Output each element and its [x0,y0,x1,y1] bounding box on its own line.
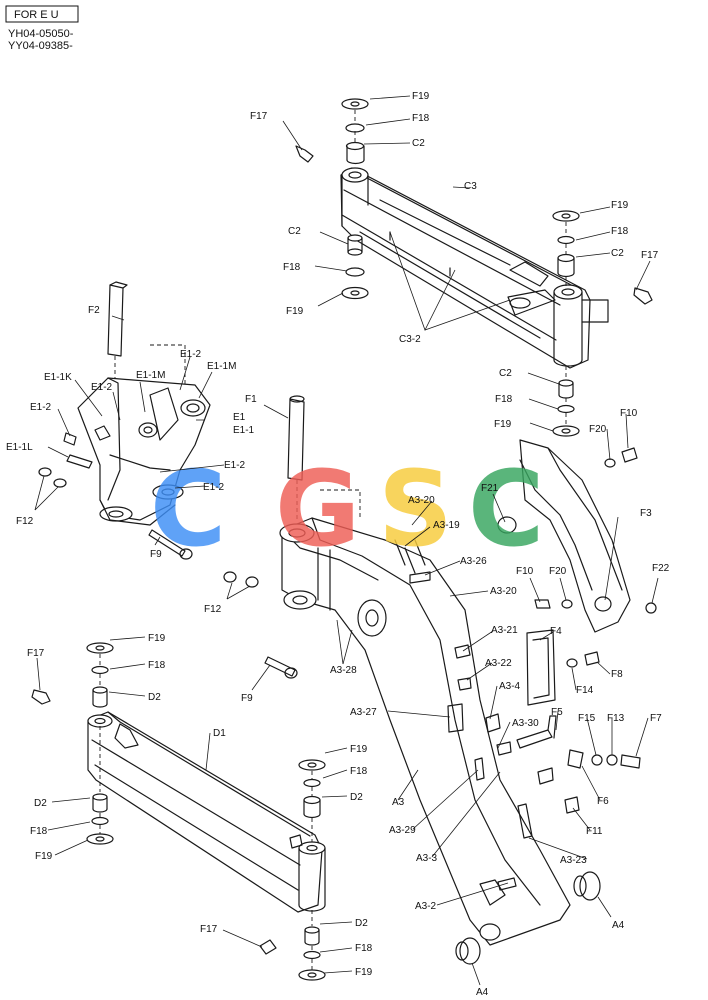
callout-f17-d2: F17 [200,924,218,935]
callout-d1: D1 [213,728,226,739]
watermark-letter-2: G [275,448,360,570]
callout-f5: F5 [551,707,563,718]
callout-a3-26: A3-26 [460,556,487,567]
callout-f19-d3: F19 [350,744,368,755]
callout-a4-a: A4 [612,920,625,931]
callout-a3-27: A3-27 [350,707,377,718]
callout-d2-d3: D2 [350,792,363,803]
arm-d1-drawing [31,642,326,981]
callout-f22: F22 [652,563,670,574]
callout-c3-2: C3-2 [399,334,421,345]
bracket-e1-drawing [38,281,211,560]
callout-f12-b: F12 [204,604,222,615]
callout-a3-23: A3-23 [560,855,587,866]
callout-a3-2: A3-2 [415,901,437,912]
callout-f11: F11 [586,826,603,837]
callout-f2: F2 [88,305,100,316]
callout-f19-bottom: F19 [494,419,512,430]
callout-e1-2-d: E1-2 [224,460,246,471]
callout-c2-bottom: C2 [499,368,512,379]
callout-d2-d4: D2 [355,918,368,929]
callout-f19-d2: F19 [35,851,53,862]
callout-f12-a: F12 [16,516,34,527]
region-badge: FOR E U [14,9,59,21]
callout-a3-28: A3-28 [330,665,357,676]
callout-f18-d3: F18 [350,766,368,777]
callout-e1-2-e: E1-2 [203,482,225,493]
boom-a3-drawing [223,395,601,965]
callout-a3-4: A3-4 [499,681,521,692]
callout-c2-left: C2 [288,226,301,237]
callout-f4: F4 [550,626,562,637]
callout-f7: F7 [650,713,662,724]
callout-a3-3: A3-3 [416,853,438,864]
callout-a3-22: A3-22 [485,658,512,669]
callout-a3: A3 [392,797,405,808]
watermark-letter-4: C [468,448,544,570]
callout-a3-30: A3-30 [512,718,539,729]
callout-f17-right: F17 [641,250,659,261]
watermark: C G S C [150,448,544,570]
callout-e1-2-a: E1-2 [180,349,202,360]
callout-a3-20-a: A3-20 [408,495,435,506]
callout-e1-1: E1-1 [233,425,255,436]
callout-f10-a: F10 [620,408,638,419]
watermark-letter-3: S [378,448,453,570]
callout-d2-d1: D2 [148,692,161,703]
callout-f19-top: F19 [412,91,430,102]
callout-e1-1k: E1-1K [44,372,72,383]
callout-f18-bottom: F18 [495,394,513,405]
callout-labels: F19 F18 C2 F17 C3 F19 F18 C2 F17 C2 F18 … [6,91,670,998]
callout-e1: E1 [233,412,246,423]
callout-f19-d4: F19 [355,967,373,978]
callout-f17-d1: F17 [27,648,45,659]
callout-f18-left: F18 [283,262,301,273]
callout-e1-2-b: E1-2 [91,382,113,393]
callout-c3: C3 [464,181,477,192]
callout-f18-d2: F18 [30,826,48,837]
watermark-letter-1: C [150,448,226,570]
callout-f18-right: F18 [611,226,629,237]
callout-c2-right: C2 [611,248,624,259]
callout-f17-top: F17 [250,111,268,122]
callout-f3: F3 [640,508,652,519]
callout-f20-a: F20 [589,424,607,435]
callout-f6: F6 [597,796,609,807]
serial-range-1: YH04-05050- [8,28,74,40]
callout-a3-21: A3-21 [491,625,518,636]
callout-f9-a: F9 [150,549,162,560]
leader-lines [34,95,659,986]
callout-f15: F15 [578,713,596,724]
callout-f19-left: F19 [286,306,304,317]
callout-a3-20-b: A3-20 [490,586,517,597]
callout-e1-1l: E1-1L [6,442,33,453]
callout-a4-b: A4 [476,987,489,998]
callout-f10-b: F10 [516,566,534,577]
arm-c3-drawing [295,98,653,437]
callout-f8: F8 [611,669,623,680]
callout-e1-2-c: E1-2 [30,402,52,413]
callout-f9-b: F9 [241,693,253,704]
callout-f14: F14 [576,685,594,696]
callout-f18-d1: F18 [148,660,166,671]
callout-f18-d4: F18 [355,943,373,954]
callout-d2-d2: D2 [34,798,47,809]
callout-a3-19: A3-19 [433,520,460,531]
callout-e1-1m-b: E1-1M [207,361,236,372]
callout-f20-b: F20 [549,566,567,577]
callout-e1-1m-a: E1-1M [136,370,165,381]
callout-f18-top: F18 [412,113,430,124]
callout-f1: F1 [245,394,257,405]
callout-a3-29: A3-29 [389,825,416,836]
callout-f19-d1: F19 [148,633,166,644]
callout-f21: F21 [481,483,499,494]
callout-f19-right: F19 [611,200,629,211]
serial-range-2: YY04-09385- [8,40,73,52]
link-f3-drawing [497,439,657,814]
callout-f13: F13 [607,713,625,724]
callout-c2-top: C2 [412,138,425,149]
header-block: FOR E U YH04-05050- YY04-09385- [5,5,79,52]
